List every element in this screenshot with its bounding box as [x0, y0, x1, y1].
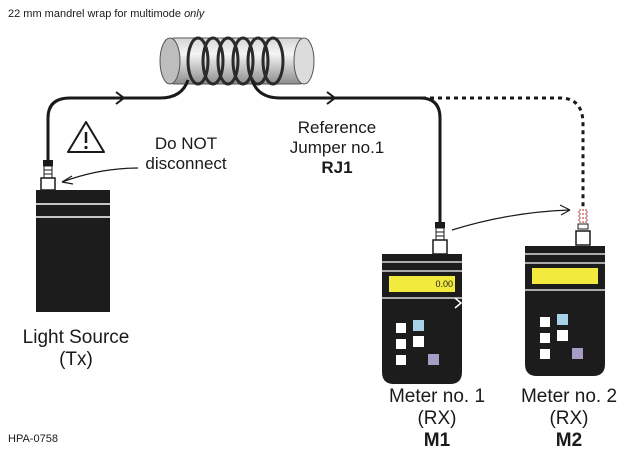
meter2-key-blue	[557, 314, 568, 325]
light-source-connector	[40, 160, 56, 191]
meter2-display	[532, 268, 598, 284]
mandrel-caption-emphasis: only	[184, 8, 205, 20]
meter1-line1: Meter no. 1	[388, 386, 486, 407]
meter1-key-blue	[413, 320, 424, 331]
reference-jumper-fiber	[250, 79, 442, 224]
launch-fiber	[46, 79, 190, 162]
meter1-line2: (RX)	[417, 408, 457, 429]
meter1-connector	[432, 222, 448, 255]
move-connector-arrow	[451, 209, 571, 231]
meter1-display	[389, 276, 455, 292]
mandrel-caption: 22 mm mandrel wrap for multimode only	[8, 8, 204, 20]
light-source-device	[36, 190, 110, 312]
meter1-key	[413, 336, 424, 347]
mandrel-caption-text: 22 mm mandrel wrap for multimode	[8, 8, 185, 20]
meter1-key	[396, 355, 406, 365]
jumper-line2: Jumper no.1	[289, 138, 385, 157]
jumper-label: Reference Jumper no.1 RJ1	[290, 118, 385, 178]
warning-label: Do NOT disconnect	[145, 134, 226, 174]
meter1-label: Meter no. 1 (RX) M1	[389, 386, 485, 452]
move-connector-arrowhead	[559, 204, 571, 216]
warning-triangle-icon	[67, 121, 105, 153]
meter2-code: M2	[555, 430, 583, 451]
meter1-key-purple	[428, 354, 439, 365]
disconnect-arrow	[61, 167, 139, 183]
meter2-line2: (RX)	[549, 408, 589, 429]
meter1-side-arrow	[454, 297, 463, 309]
light-source-line2: (Tx)	[59, 349, 93, 370]
meter2-device	[525, 246, 605, 376]
light-source-line1: Light Source	[22, 327, 130, 348]
meter2-label: Meter no. 2 (RX) M2	[521, 386, 617, 452]
warning-line2: disconnect	[145, 154, 227, 173]
meter2-key-purple	[572, 348, 583, 359]
meter2-key	[557, 330, 568, 341]
warning-line1: Do NOT	[154, 134, 218, 153]
meter1-device	[382, 254, 462, 384]
meter1-key	[396, 339, 406, 349]
meter1-code: M1	[423, 430, 451, 451]
light-source-label: Light Source (Tx)	[23, 327, 130, 371]
meter1-key	[396, 323, 406, 333]
launch-fiber-arrow	[115, 91, 126, 105]
figure-id: HPA-0758	[8, 433, 58, 445]
disconnect-arrowhead	[61, 175, 74, 185]
meter1-display-reading: 0.00	[435, 279, 453, 289]
jumper-arrow	[326, 91, 337, 105]
meter2-connector	[575, 209, 591, 246]
jumper-line1: Reference	[297, 118, 377, 137]
dotted-fiber-to-meter2	[390, 96, 585, 210]
mandrel-wrap	[159, 36, 315, 86]
meter2-line1: Meter no. 2	[520, 386, 618, 407]
meter2-key	[540, 317, 550, 327]
meter2-key	[540, 349, 550, 359]
jumper-code: RJ1	[321, 158, 353, 177]
meter2-key	[540, 333, 550, 343]
